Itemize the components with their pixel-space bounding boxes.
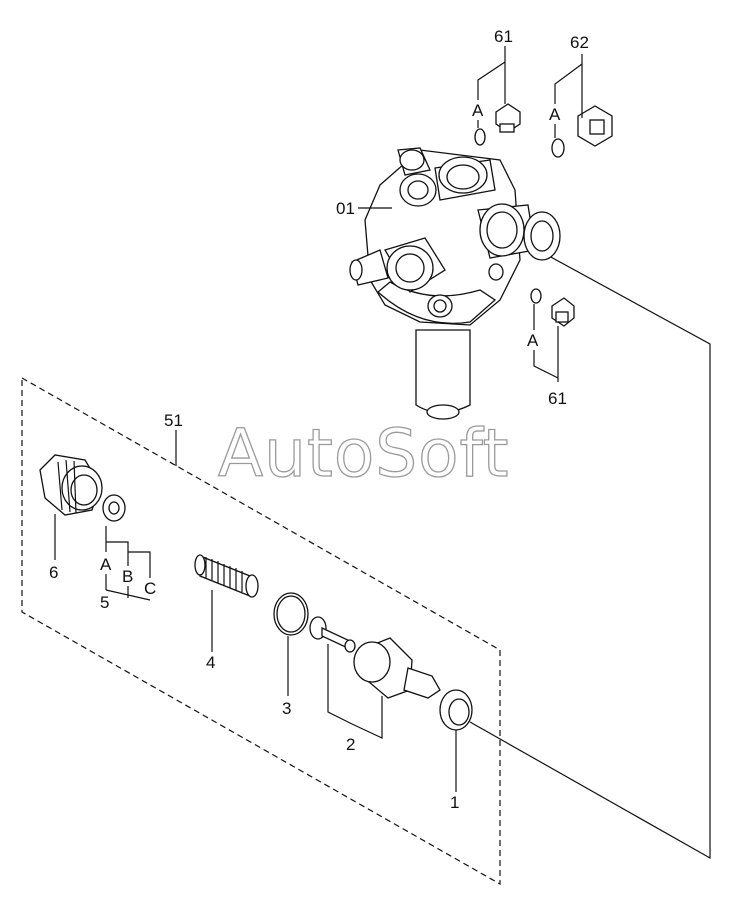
callout-a-5: A xyxy=(100,555,112,574)
callout-6: 6 xyxy=(49,563,58,582)
leader-61-bottom xyxy=(533,304,559,382)
leader-61-top xyxy=(477,46,506,128)
callout-01: 01 xyxy=(336,199,355,218)
watermark: AutoSoft xyxy=(218,415,509,492)
callout-a-62: A xyxy=(549,105,561,124)
callout-5: 5 xyxy=(100,593,109,612)
plug-6 xyxy=(39,454,103,516)
washer-a-61-top xyxy=(474,128,486,146)
seal-1 xyxy=(439,689,473,731)
plug-61-bottom xyxy=(551,297,575,327)
callout-3: 3 xyxy=(282,699,291,718)
leader-62 xyxy=(554,54,583,138)
callout-a-61-top: A xyxy=(472,101,484,120)
o-ring-3 xyxy=(273,592,309,636)
valve-housing-01 xyxy=(349,147,561,420)
washer-a-62 xyxy=(551,138,565,158)
washer-a-61-bottom xyxy=(530,288,542,304)
callout-1: 1 xyxy=(450,793,459,812)
callout-4: 4 xyxy=(206,653,215,672)
callout-51: 51 xyxy=(164,411,183,430)
callout-61-top: 61 xyxy=(494,27,513,46)
plug-61-top xyxy=(495,103,521,133)
spring-4 xyxy=(194,554,259,598)
leader-2 xyxy=(327,644,383,739)
washer-5 xyxy=(102,494,126,522)
leader-to-valve xyxy=(469,231,711,860)
callout-a-61-bottom: A xyxy=(527,331,539,350)
callout-2: 2 xyxy=(346,735,355,754)
callout-b-5: B xyxy=(122,567,133,586)
o-ring-3-inner xyxy=(276,595,306,633)
valve-spool-2 xyxy=(309,616,441,699)
callout-61-bottom: 61 xyxy=(548,389,567,408)
callout-c-5: C xyxy=(144,579,156,598)
assembly-51-boundary xyxy=(21,376,501,886)
callout-62: 62 xyxy=(570,33,589,52)
plug-62 xyxy=(577,105,613,147)
leader-5 xyxy=(105,526,151,601)
